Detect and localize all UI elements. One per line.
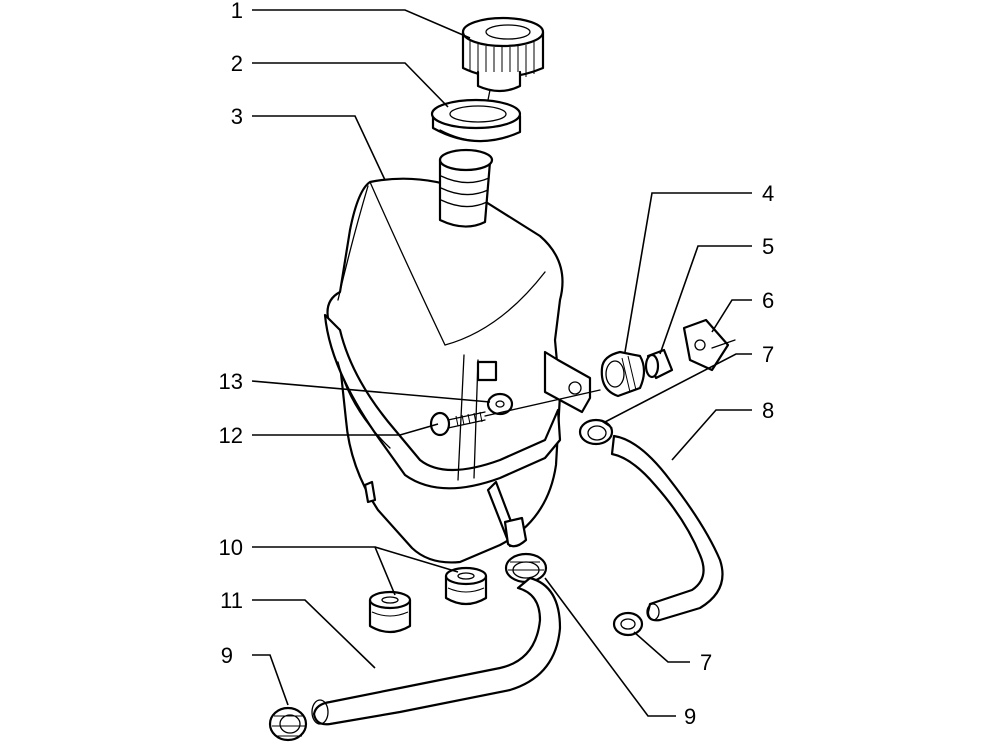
oil-tank — [323, 177, 592, 564]
callout-7-upper: 7 — [762, 342, 774, 367]
callout-1: 1 — [231, 0, 243, 23]
hose-clamp-left — [268, 706, 308, 742]
callout-10: 10 — [219, 535, 243, 560]
nut-clip — [682, 318, 736, 372]
callout-3: 3 — [231, 104, 243, 129]
callout-2: 2 — [231, 51, 243, 76]
filler-cap — [461, 16, 545, 111]
callout-labels: 1 2 3 4 5 6 7 8 13 12 10 11 9 7 9 — [219, 0, 775, 729]
callout-7-lower: 7 — [700, 650, 712, 675]
callout-12: 12 — [219, 423, 243, 448]
hose-left — [311, 576, 562, 726]
rubber-mount-right — [444, 566, 488, 606]
rubber-mount-left — [368, 590, 412, 634]
leader-lines — [251, 9, 752, 717]
callout-8: 8 — [762, 398, 774, 423]
spacer-sleeve — [644, 348, 674, 380]
hose-clamp-upper — [578, 418, 614, 446]
callout-13: 13 — [219, 369, 243, 394]
hose-clamp-outlet — [504, 552, 548, 584]
callout-9-bottom: 9 — [684, 704, 696, 729]
washer — [486, 392, 514, 416]
gasket-ring — [430, 98, 522, 143]
hose-clamp-lower — [612, 611, 644, 637]
grommet — [600, 350, 646, 398]
screw — [429, 389, 601, 437]
callout-4: 4 — [762, 181, 774, 206]
callout-5: 5 — [762, 234, 774, 259]
callout-6: 6 — [762, 288, 774, 313]
callout-11: 11 — [220, 588, 243, 613]
hose-right — [610, 434, 724, 622]
filler-neck — [438, 148, 494, 228]
callout-9-left: 9 — [221, 643, 233, 668]
